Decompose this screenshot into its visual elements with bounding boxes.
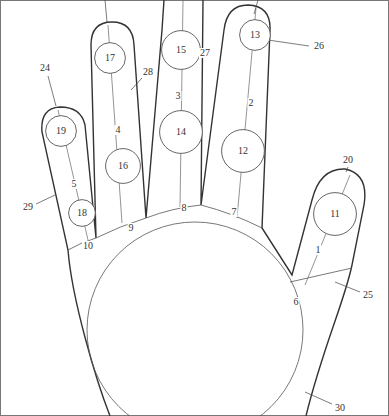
callout-number: 6: [293, 297, 300, 307]
callout-number: 7: [231, 207, 238, 217]
thumb-base-line: [290, 268, 352, 282]
region-circle: 11: [313, 192, 357, 236]
callout-number: 14: [176, 127, 186, 137]
callout-number: 27: [199, 48, 211, 58]
callout-number: 2: [248, 98, 255, 108]
callout-number: 16: [118, 161, 128, 171]
region-circle: 17: [94, 42, 126, 74]
callout-number: 10: [82, 241, 94, 251]
callout-number: 13: [250, 30, 260, 40]
hand-outline: [42, 0, 365, 416]
finger-axis-lines: [58, 0, 350, 285]
callout-number: 9: [128, 223, 135, 233]
finger-base-line: [68, 205, 262, 250]
callout-number: 29: [22, 202, 34, 212]
region-circle: 19: [45, 115, 77, 147]
callout-number: 25: [362, 290, 374, 300]
callout-number: 5: [71, 179, 78, 189]
region-circle: 13: [239, 19, 271, 51]
callout-number: 24: [39, 63, 51, 73]
callout-number: 30: [334, 403, 346, 413]
region-circle: 15: [161, 30, 201, 70]
region-circle: 18: [68, 199, 96, 227]
callout-number: 4: [115, 125, 122, 135]
callout-number: 15: [176, 45, 186, 55]
callout-number: 20: [342, 155, 354, 165]
region-circle: 14: [159, 110, 203, 154]
callout-number: 17: [105, 53, 115, 63]
callout-number: 3: [175, 91, 182, 101]
leader-lines: [36, 0, 360, 404]
palm-circle: [87, 222, 303, 416]
region-circle: 12: [221, 129, 265, 173]
region-circle: 16: [105, 148, 141, 184]
callout-number: 12: [238, 146, 248, 156]
callout-number: 26: [313, 41, 325, 51]
callout-number: 28: [142, 67, 154, 77]
callout-number: 8: [181, 203, 188, 213]
callout-number: 19: [56, 126, 66, 136]
callout-number: 1: [315, 245, 322, 255]
callout-number: 11: [330, 209, 340, 219]
callout-number: 18: [77, 208, 87, 218]
